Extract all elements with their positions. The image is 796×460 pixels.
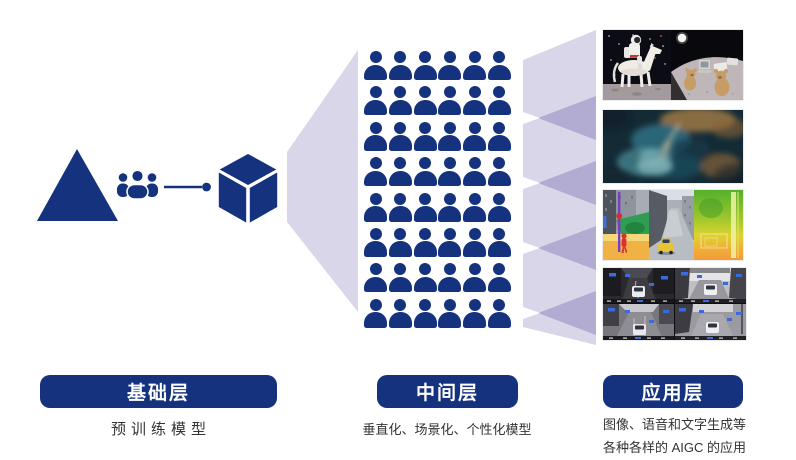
person-icon <box>438 227 462 257</box>
application-layer-pill: 应用层 <box>603 375 743 408</box>
person-icon <box>413 121 437 151</box>
person-icon <box>438 51 462 80</box>
person-icon <box>364 192 387 222</box>
user-group-icon <box>117 169 158 200</box>
application-description-line-2: 各种各样的 AIGC 的应用 <box>603 440 747 455</box>
white-horse <box>612 43 662 88</box>
person-icon <box>487 298 511 328</box>
person-icon <box>438 86 462 116</box>
person-icon <box>413 298 437 328</box>
underwater-dancer-artwork-image <box>602 109 744 184</box>
person-icon <box>487 86 511 116</box>
crowd-row <box>364 227 511 257</box>
person-icon <box>487 192 511 222</box>
person-icon <box>388 121 412 151</box>
computer-and-papers <box>698 57 739 73</box>
connector-arrow <box>164 182 211 192</box>
crowd-grid <box>364 51 511 328</box>
astronaut <box>624 34 642 69</box>
yellow-car <box>657 238 675 255</box>
person-icon <box>487 263 511 293</box>
depth-map-panel <box>694 190 743 260</box>
person-icon <box>463 263 487 293</box>
person-icon <box>463 298 487 328</box>
person-icon <box>413 227 437 257</box>
person-icon <box>463 51 487 80</box>
autonomous-driving-camera-views-image <box>602 267 747 341</box>
person-icon <box>364 157 387 187</box>
view-bottom-left <box>603 304 674 340</box>
diagram-shapes <box>37 30 596 345</box>
view-bottom-right <box>675 304 746 340</box>
crowd-row <box>364 298 511 328</box>
crowd-row <box>364 121 511 151</box>
dancer-figure <box>637 123 680 175</box>
view-top-right <box>675 268 746 303</box>
view-top-left <box>603 268 674 303</box>
person-icon <box>463 86 487 116</box>
person-icon <box>438 157 462 187</box>
stars <box>608 34 666 76</box>
street-photo-panel <box>649 190 694 260</box>
person-icon <box>413 86 437 116</box>
person-icon <box>487 121 511 151</box>
person-segmentation <box>621 233 628 253</box>
person-icon <box>463 121 487 151</box>
funnel-shape <box>287 50 358 312</box>
chevron-strip <box>523 30 596 345</box>
person-icon <box>463 157 487 187</box>
crowd-row <box>364 51 511 80</box>
crowd-row <box>364 263 511 293</box>
person-icon <box>388 298 412 328</box>
person-icon <box>438 263 462 293</box>
person-icon <box>364 121 387 151</box>
middle-layer-pill: 中间层 <box>377 375 518 408</box>
crowd-row <box>364 192 511 222</box>
person-icon <box>388 157 412 187</box>
person-icon <box>463 227 487 257</box>
person-icon <box>413 192 437 222</box>
teddy-bears <box>684 68 730 96</box>
person-icon <box>388 192 412 222</box>
person-icon <box>364 227 387 257</box>
person-icon <box>487 157 511 187</box>
person-icon <box>364 86 387 116</box>
person-icon <box>364 263 387 293</box>
vignette <box>603 110 743 183</box>
cube-icon <box>217 152 279 225</box>
person-icon <box>364 51 387 80</box>
pyramid-icon <box>37 149 118 221</box>
crowd-row <box>364 157 511 187</box>
person-icon <box>413 157 437 187</box>
middle-layer-description: 垂直化、场景化、个性化模型 <box>362 422 532 437</box>
person-icon <box>388 86 412 116</box>
application-description-line-1: 图像、语音和文字生成等 <box>603 417 747 432</box>
person-icon <box>388 263 412 293</box>
crowd-row <box>364 86 511 116</box>
person-icon <box>413 263 437 293</box>
person-icon <box>487 51 511 80</box>
application-layer-description: 图像、语音和文字生成等 各种各样的 AIGC 的应用 <box>603 413 768 459</box>
person-icon <box>463 192 487 222</box>
person-icon <box>413 51 437 80</box>
street-scene-segmentation-and-depth-image <box>602 189 744 261</box>
person-icon <box>438 121 462 151</box>
person-icon <box>388 227 412 257</box>
astronaut-riding-horse-and-teddy-bears-on-moon-image <box>602 29 744 101</box>
person-icon <box>487 227 511 257</box>
segmentation-panel <box>603 190 649 260</box>
person-icon <box>388 51 412 80</box>
person-icon <box>438 298 462 328</box>
person-icon <box>438 192 462 222</box>
person-icon <box>364 298 387 328</box>
foundation-layer-pill: 基础层 <box>40 375 277 408</box>
foundation-layer-description: 预训练模型 <box>110 421 211 438</box>
